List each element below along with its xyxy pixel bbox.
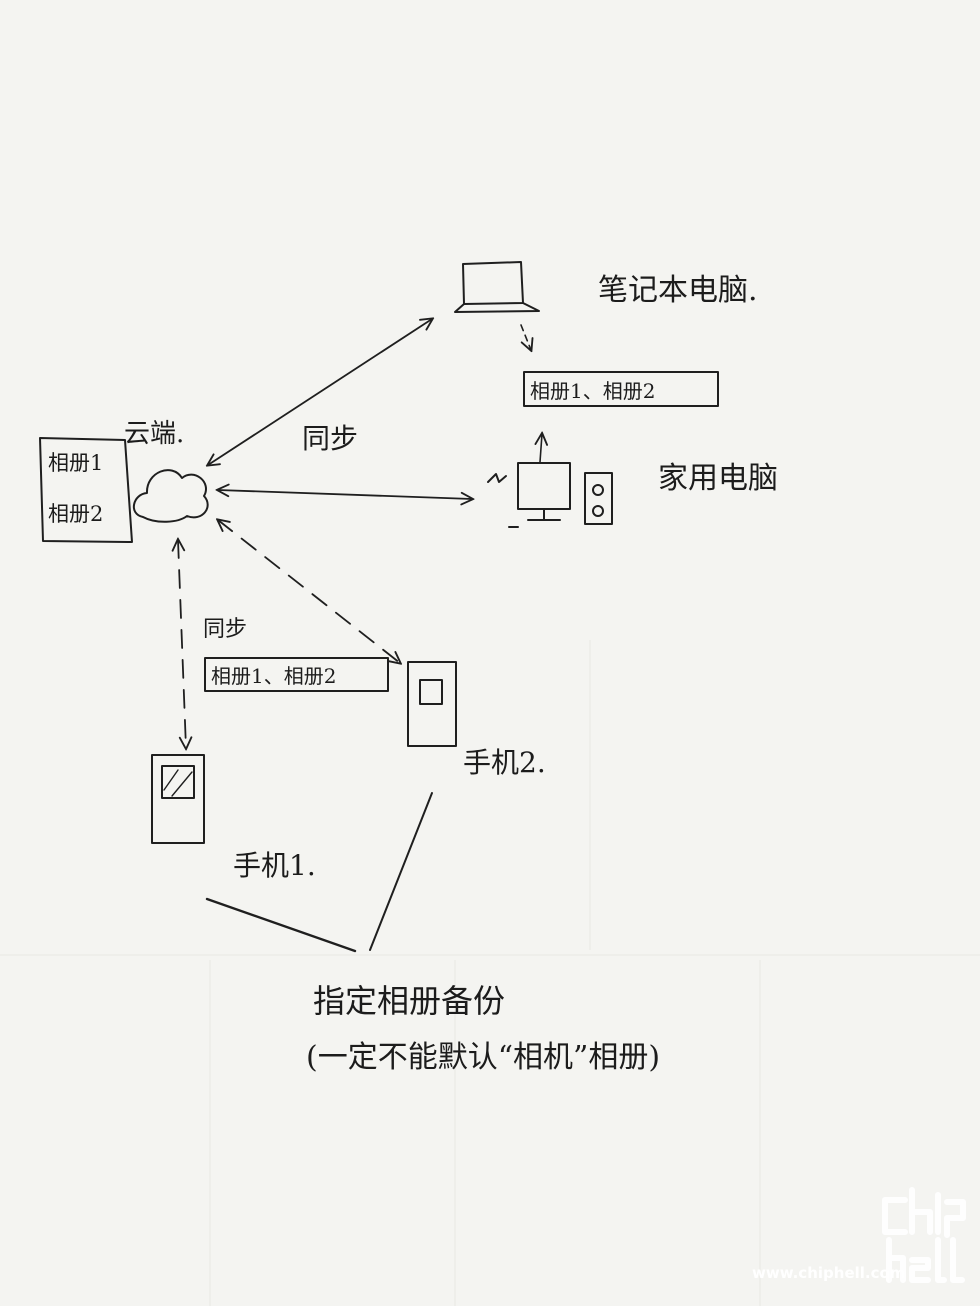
edge-cloud-phone1-label: 同步 xyxy=(203,617,247,642)
phone2-album-text: 相册1、相册2 xyxy=(211,664,336,688)
cloud-album-panel xyxy=(39,437,133,543)
desktop-computer-icon xyxy=(487,462,613,528)
laptop-album-text: 相册1、相册2 xyxy=(530,379,655,403)
cloud-album-2: 相册2 xyxy=(48,502,103,526)
phone1-label: 手机1. xyxy=(233,849,316,882)
edge-cloud-phone2 xyxy=(218,520,400,663)
laptop-album-box xyxy=(523,371,719,407)
cloud-icon xyxy=(132,469,209,523)
watermark-url: www.chiphell.com xyxy=(752,1264,905,1282)
phone1-icon xyxy=(151,754,205,844)
laptop-label: 笔记本电脑. xyxy=(598,273,758,308)
edge-album-to-desktop xyxy=(540,434,542,463)
paper-texture xyxy=(0,640,980,1306)
phone2-album-box xyxy=(204,657,389,692)
chiphell-logo-icon xyxy=(882,1187,966,1283)
edge-laptop-to-album xyxy=(520,324,531,350)
line-phone1-to-note xyxy=(205,897,357,953)
phone2-label: 手机2. xyxy=(463,746,546,779)
edge-cloud-phone1 xyxy=(178,540,186,748)
edge-cloud-laptop xyxy=(208,319,432,465)
chiphell-watermark: www.chiphell.com xyxy=(752,1187,966,1283)
note-line-1: 指定相册备份 xyxy=(313,982,505,1020)
desktop-label: 家用电脑 xyxy=(658,461,778,496)
phone2-icon xyxy=(407,661,457,747)
cloud-album-1: 相册1 xyxy=(48,451,103,475)
note-line-2: (一定不能默认“相机”相册) xyxy=(306,1040,660,1075)
edge-cloud-laptop-label: 同步 xyxy=(302,422,358,455)
edge-cloud-desktop xyxy=(218,490,472,499)
line-phone2-to-note xyxy=(369,792,433,951)
cloud-label: 云端. xyxy=(124,419,184,449)
laptop-icon xyxy=(454,261,540,313)
